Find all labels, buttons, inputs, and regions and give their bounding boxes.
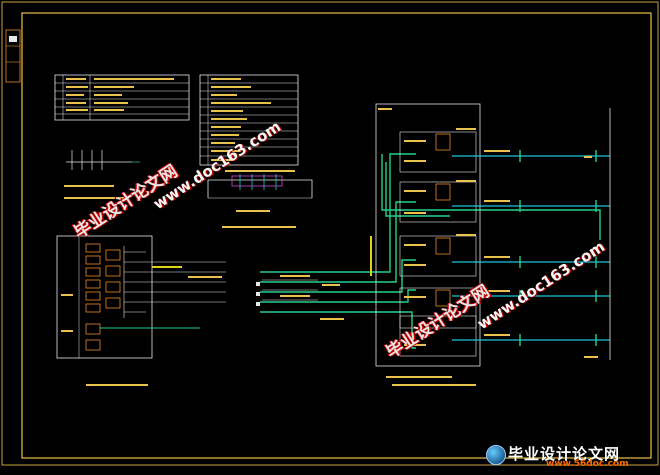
footer-url: www.56doc.com — [546, 459, 629, 469]
outgoing-feeders — [452, 108, 611, 360]
footer-site-name: 毕业设计论文网 — [508, 445, 621, 463]
distribution-panel-left — [56, 235, 226, 386]
cable-tray-section — [207, 170, 313, 228]
legend-table-left — [54, 74, 190, 121]
outer-frame — [1, 1, 659, 466]
grounding-detail — [64, 150, 140, 199]
left-title-strip — [5, 29, 21, 83]
globe-icon — [486, 445, 506, 465]
distribution-cabinet-right — [370, 103, 481, 386]
legend-table-right — [199, 74, 299, 166]
feeder-labels — [256, 275, 344, 320]
drawing-frame — [21, 12, 652, 459]
footer-logo: 毕业设计论文网 www.56doc.com — [486, 443, 656, 469]
